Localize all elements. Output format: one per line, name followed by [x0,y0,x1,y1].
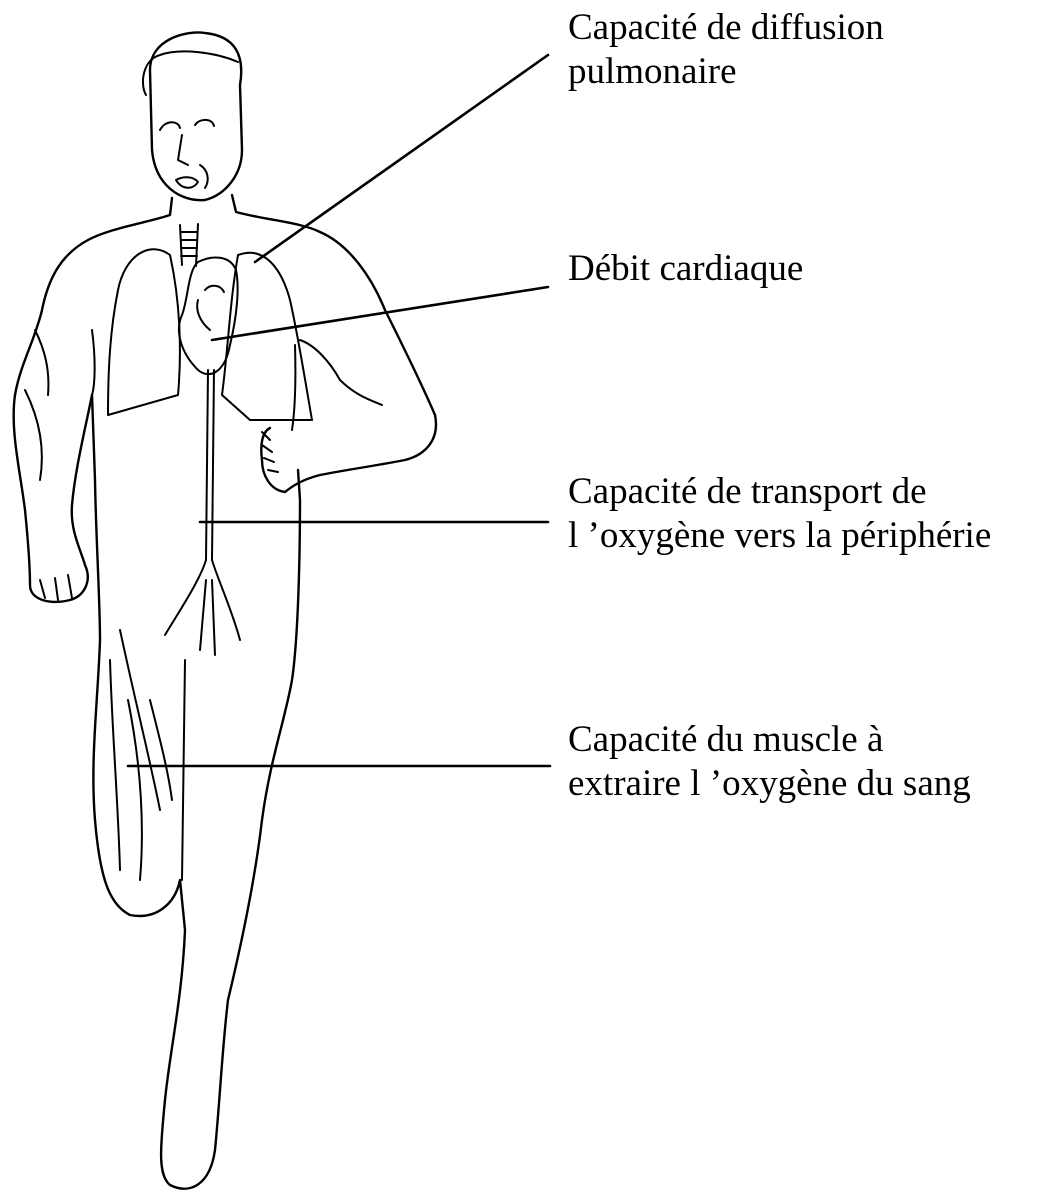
heart-drawing [179,257,238,374]
label-pulmonary-line2: pulmonaire [568,50,884,94]
label-oxygen-transport: Capacité de transport de l ’oxygène vers… [568,470,991,558]
label-muscle-line1: Capacité du muscle à [568,718,971,762]
left-arm-drawing [14,330,95,602]
label-pulmonary-line1: Capacité de diffusion [568,6,884,50]
leader-line-cardiac [212,287,548,340]
torso-drawing [15,195,435,415]
label-muscle-line2: extraire l ’oxygène du sang [568,762,971,806]
lungs-drawing [108,249,312,420]
label-muscle-extraction: Capacité du muscle à extraire l ’oxygène… [568,718,971,806]
label-cardiac-output: Débit cardiaque [568,247,803,291]
label-cardiac-line1: Débit cardiaque [568,247,803,291]
legs-drawing [92,395,300,1189]
label-pulmonary-diffusion: Capacité de diffusion pulmonaire [568,6,884,94]
leader-line-pulmonary [255,55,548,262]
label-transport-line2: l ’oxygène vers la périphérie [568,514,991,558]
label-transport-line1: Capacité de transport de [568,470,991,514]
head-drawing [143,32,242,200]
vessels-drawing [165,370,240,655]
